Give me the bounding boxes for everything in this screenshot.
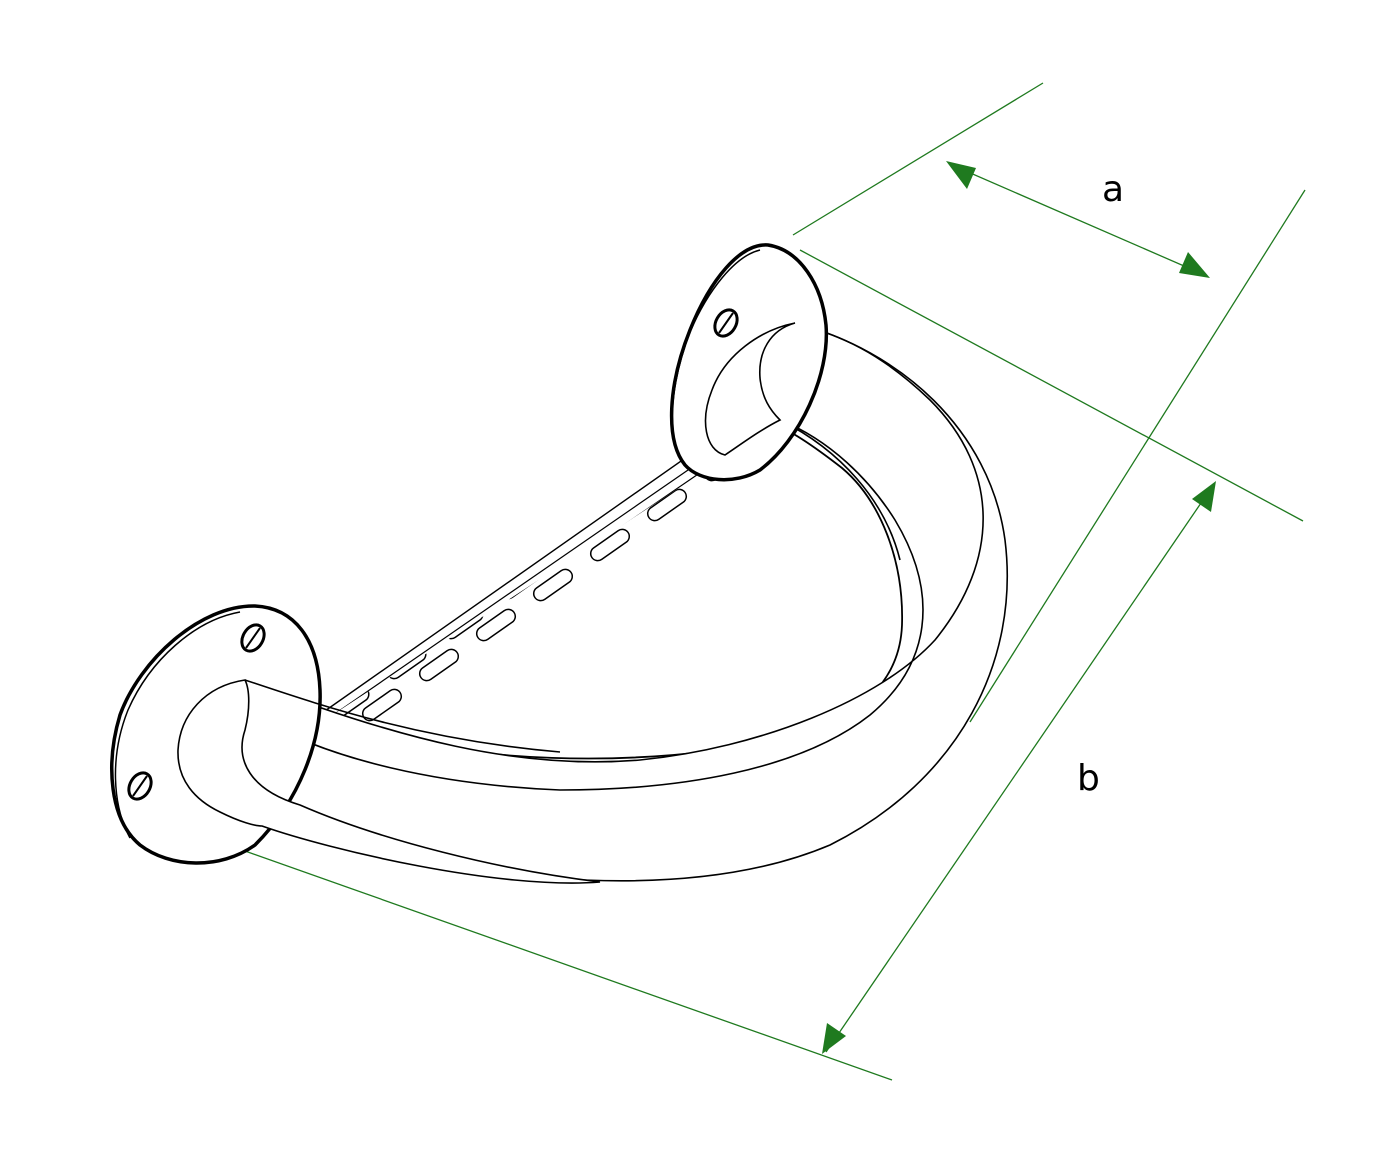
extension-line-a-top [792, 82, 1044, 236]
tray-slot [427, 518, 468, 552]
tray-slot [516, 480, 558, 514]
wall-flange-top [669, 243, 829, 482]
tray-slot [476, 434, 517, 468]
tray-slot [378, 428, 420, 462]
tray-slot [508, 436, 550, 470]
tray-slot [443, 432, 485, 466]
tray-slot [325, 598, 354, 632]
tray-slot [459, 520, 501, 554]
tray-slot [410, 604, 452, 638]
tray-slot [475, 608, 517, 642]
dimension-line-b [825, 483, 1215, 1053]
tray-slot [467, 564, 509, 598]
tray-slot [418, 648, 460, 682]
tray-slot [419, 474, 460, 508]
tray-slot [541, 438, 582, 472]
arrow-icon [946, 161, 976, 189]
dimension-line-a [951, 164, 1208, 277]
tray-slot [329, 512, 371, 546]
tray-slot [573, 440, 615, 474]
tray-slot [337, 556, 379, 590]
flange-rim [671, 249, 761, 459]
grab-bar-end [704, 322, 796, 456]
flange-rim [114, 611, 241, 839]
wall-flange-bottom [110, 604, 601, 884]
tray-slot [325, 554, 346, 588]
tray-slot [279, 421, 323, 458]
tray-slot [354, 470, 395, 504]
arrow-icon [1179, 252, 1210, 278]
tray-slot [492, 522, 533, 556]
arrow-icon [1192, 481, 1216, 512]
tray-slot [378, 602, 419, 636]
screw-slot [132, 775, 148, 797]
tray-slot [646, 488, 688, 522]
arrow-icon [822, 1023, 846, 1054]
extension-line-a-bottom [799, 249, 1304, 522]
tray-slot [386, 472, 428, 506]
extension-line-b-bottom [244, 850, 893, 1081]
tray-slot [394, 516, 436, 550]
tray-slot [451, 476, 493, 510]
tray-slot [606, 442, 647, 476]
dimension-lines [244, 82, 1306, 1081]
grab-bar-lower-edge [244, 679, 561, 753]
grab-bar-end [177, 679, 601, 884]
tray-slot [524, 524, 566, 558]
tray-slot [411, 430, 452, 464]
perforated-tray [279, 399, 903, 760]
tray-slot [589, 528, 631, 562]
tray-slot [370, 558, 411, 592]
tray-slot [435, 562, 476, 596]
tray-slot [325, 468, 363, 502]
tray-slot [353, 644, 395, 678]
tray-surface [324, 424, 903, 760]
tray-slot [325, 425, 355, 458]
tray-slot [345, 600, 387, 634]
tray-slot [484, 478, 525, 512]
tray-slot [581, 484, 623, 518]
grab-bar-inner-edge [779, 419, 901, 561]
tray-slot [532, 568, 574, 602]
extension-line-b-right [969, 189, 1306, 723]
screw-slot [718, 312, 734, 334]
tray-slot [325, 510, 338, 544]
screw-slot [245, 627, 261, 649]
tray-slot [362, 514, 403, 548]
tray-slot [325, 466, 330, 500]
tray-slot [346, 426, 387, 460]
dimension-label-b: b [1077, 758, 1100, 799]
tray-slot [325, 642, 362, 676]
tray-slot [402, 560, 444, 594]
tray-slot [549, 482, 590, 516]
dimension-label-a: a [1102, 169, 1125, 210]
